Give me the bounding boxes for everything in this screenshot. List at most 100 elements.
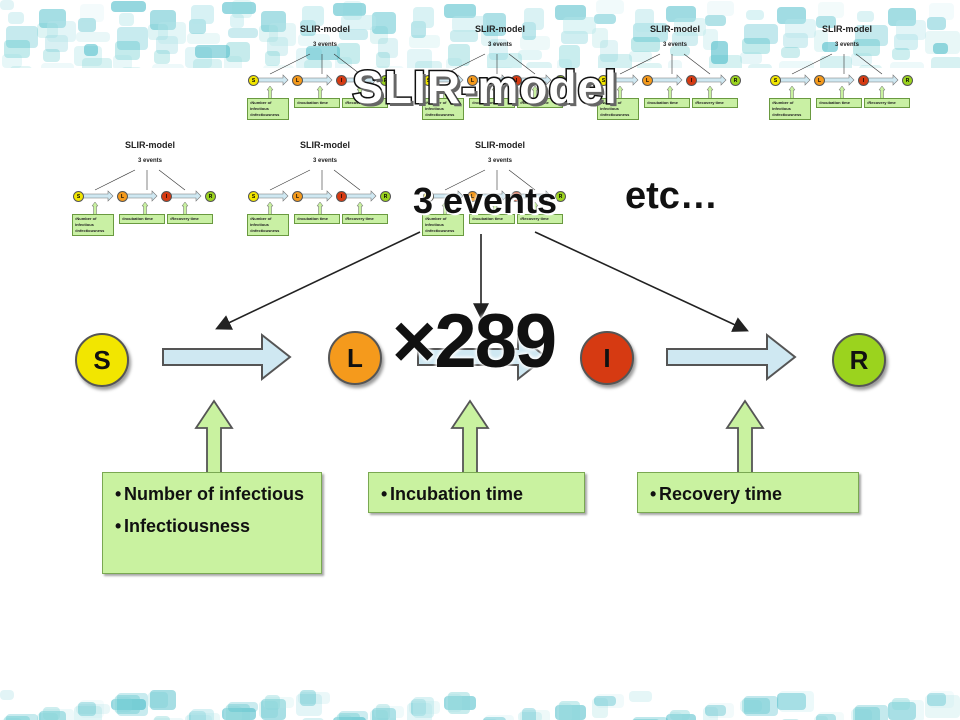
thumbnail-events: 3 events xyxy=(487,158,512,164)
up-arrow-recovery xyxy=(725,399,765,472)
thumbnail-node: R xyxy=(380,75,391,86)
thumbnail-node: R xyxy=(555,191,566,202)
box-item: Recovery time xyxy=(650,483,848,505)
events-label: 3 events xyxy=(412,180,558,221)
thumbnail-box-item: •Infectiousness xyxy=(250,228,280,233)
thumbnail-events: 3 events xyxy=(312,158,337,164)
thumbnail-node: S xyxy=(248,191,259,202)
thumbnail-box-recovery: •Recovery time xyxy=(342,214,388,224)
thumbnail-title: SLIR-model xyxy=(124,140,175,150)
etc-label: etc… xyxy=(625,175,718,217)
up-arrow-incubation xyxy=(450,399,490,472)
thumbnail-node: S xyxy=(248,75,259,86)
thumbnail-box-number: •Number of infectious•Infectiousness xyxy=(769,98,811,120)
thumbnail-box-number: •Number of infectious•Infectiousness xyxy=(422,98,464,120)
thumbnail-box-item: •Infectiousness xyxy=(425,228,455,233)
thumbnail-node: S xyxy=(598,75,609,86)
thumbnail-node: L xyxy=(117,191,128,202)
bottom-decorative-band xyxy=(0,690,960,720)
thumbnail-box-incubation: •Incubation time xyxy=(294,98,340,108)
thumbnail-node: I xyxy=(858,75,869,86)
thumbnail-box-incubation: •Incubation time xyxy=(469,214,515,224)
thumbnail-box-item: •Number of infectious xyxy=(250,100,272,111)
top-decorative-band xyxy=(0,0,960,68)
thumbnail-box-item: •Number of infectious xyxy=(772,100,794,111)
thumbnail-events: 3 events xyxy=(487,42,512,48)
node-l: L xyxy=(328,331,382,385)
thumbnail-node: R xyxy=(730,75,741,86)
thumbnail-node: I xyxy=(161,191,172,202)
pointer-to-s-l-arrow xyxy=(215,231,421,330)
thumbnail-node: L xyxy=(292,75,303,86)
thumbnail-box-item: •Infectiousness xyxy=(772,112,802,117)
thumbnail-events: 3 events xyxy=(137,158,162,164)
node-i: I xyxy=(580,331,634,385)
thumbnail-box-recovery: •Recovery time xyxy=(864,98,910,108)
thumbnail-box-incubation: •Incubation time xyxy=(644,98,690,108)
thumbnail-box-number: •Number of infectious•Infectiousness xyxy=(247,214,289,236)
thumbnail-node: I xyxy=(336,75,347,86)
box-recovery: Recovery time xyxy=(637,472,859,513)
box-number-infectious: Number of infectious Infectiousness xyxy=(102,472,322,574)
thumbnail-node: I xyxy=(686,75,697,86)
thumbnail-title: SLIR-model xyxy=(649,24,700,34)
box-item: Incubation time xyxy=(381,483,574,505)
thumbnail-node: S xyxy=(423,191,434,202)
thumbnail-node: R xyxy=(902,75,913,86)
thumbnail-node: R xyxy=(380,191,391,202)
model-thumbnail: S L I R SLIR-model 3 events •Number of infecti… xyxy=(240,138,405,236)
up-arrow-number xyxy=(194,399,234,472)
thumbnail-events: 3 events xyxy=(662,42,687,48)
thumbnail-node: I xyxy=(511,75,522,86)
thumbnail-box-item: •Number of infectious xyxy=(75,216,97,227)
thumbnail-box-item: •Number of infectious xyxy=(250,216,272,227)
thumbnail-box-recovery: •Recovery time xyxy=(167,214,213,224)
thumbnail-node: I xyxy=(511,191,522,202)
thumbnail-box-number: •Number of infectious•Infectiousness xyxy=(72,214,114,236)
thumbnail-events: 3 events xyxy=(312,42,337,48)
thumbnail-node: I xyxy=(336,191,347,202)
arrow-s-to-l xyxy=(162,332,292,382)
thumbnail-box-recovery: •Recovery time xyxy=(517,98,563,108)
thumbnail-title: SLIR-model xyxy=(299,24,350,34)
thumbnail-box-item: •Number of infectious xyxy=(425,216,447,227)
thumbnail-box-item: •Infectiousness xyxy=(425,112,455,117)
thumbnail-node: R xyxy=(555,75,566,86)
thumbnail-box-recovery: •Recovery time xyxy=(692,98,738,108)
thumbnail-title: SLIR-model xyxy=(474,24,525,34)
thumbnail-box-incubation: •Incubation time xyxy=(294,214,340,224)
arrow-l-to-i xyxy=(417,332,548,382)
thumbnail-box-item: •Infectiousness xyxy=(250,112,280,117)
thumbnail-box-recovery: •Recovery time xyxy=(342,98,388,108)
thumbnail-node: S xyxy=(423,75,434,86)
multiplier-label: ×289 xyxy=(392,299,557,384)
model-thumbnail: S L I R SLIR-model 3 events •Number of infecti… xyxy=(415,22,580,120)
thumbnail-events: 3 events xyxy=(834,42,859,48)
thumbnail-node: L xyxy=(292,191,303,202)
thumbnail-node: L xyxy=(467,75,478,86)
thumbnail-node: L xyxy=(467,191,478,202)
thumbnail-box-number: •Number of infectious•Infectiousness xyxy=(422,214,464,236)
thumbnail-node: S xyxy=(770,75,781,86)
box-item: Number of infectious xyxy=(115,483,311,505)
thumbnail-box-item: •Infectiousness xyxy=(75,228,105,233)
thumbnail-title: SLIR-model xyxy=(299,140,350,150)
thumbnail-node: R xyxy=(205,191,216,202)
model-thumbnail: S L I R SLIR-model 3 events •Number of infecti… xyxy=(65,138,230,236)
thumbnail-box-item: •Number of infectious xyxy=(600,100,622,111)
arrow-i-to-r xyxy=(666,332,797,382)
thumbnail-box-incubation: •Incubation time xyxy=(119,214,165,224)
thumbnail-title: SLIR-model xyxy=(474,140,525,150)
thumbnail-node: L xyxy=(642,75,653,86)
thumbnail-box-item: •Number of infectious xyxy=(425,100,447,111)
thumbnail-box-recovery: •Recovery time xyxy=(517,214,563,224)
thumbnail-box-item: •Infectiousness xyxy=(600,112,630,117)
thumbnail-node: S xyxy=(73,191,84,202)
node-s: S xyxy=(75,333,129,387)
model-thumbnail: S L I R SLIR-model 3 events •Number of infecti… xyxy=(240,22,405,120)
thumbnail-box-number: •Number of infectious•Infectiousness xyxy=(247,98,289,120)
model-title: SLIR-model xyxy=(351,60,619,115)
